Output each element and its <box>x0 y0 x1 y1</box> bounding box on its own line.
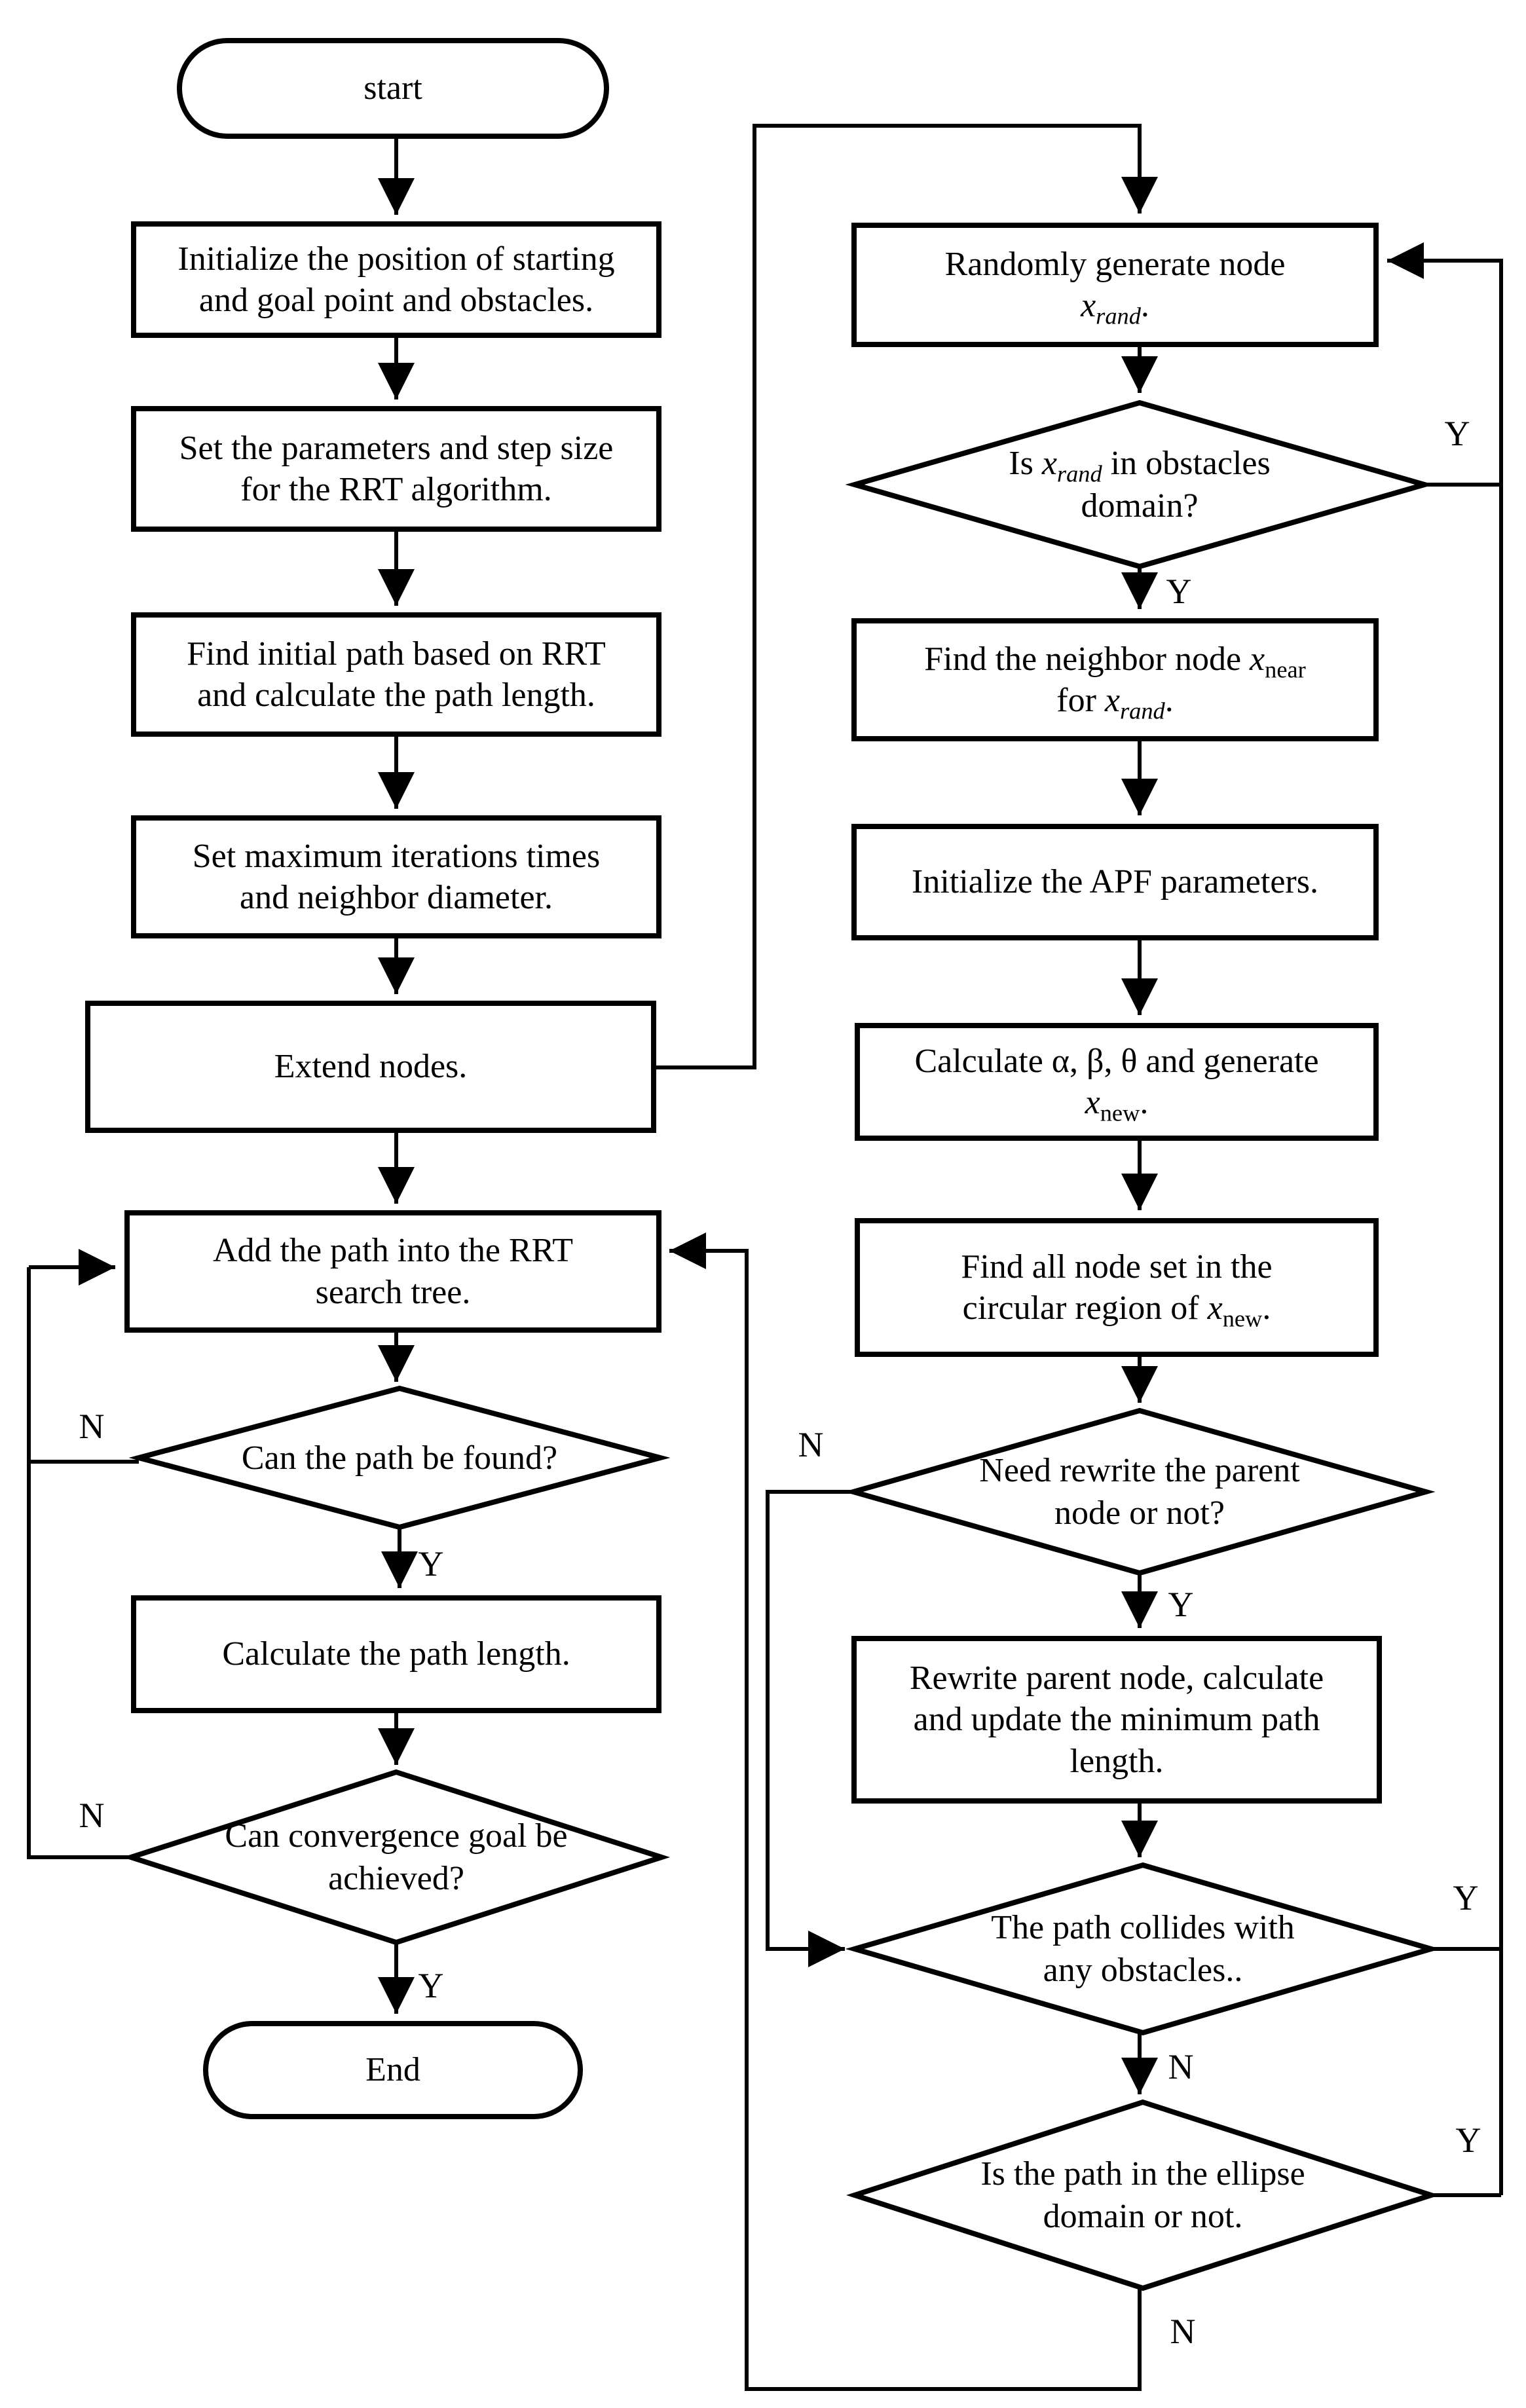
edge-rewriteq-no <box>766 1490 853 1967</box>
diamond-convergence-shape <box>122 1769 671 1946</box>
edge-label-obstacle-yes-right: Y <box>1444 414 1470 453</box>
node-init-apf: Initialize the APF parameters. <box>851 824 1379 940</box>
diamond-ellipse-shape <box>846 2099 1440 2291</box>
decision-path-found: Can the path be found? <box>164 1418 635 1497</box>
edge-ellipse-no-loop <box>669 1232 1142 2391</box>
diamond-rewrite-shape <box>844 1407 1436 1576</box>
node-calc-path-length-label: Calculate the path length. <box>222 1635 570 1673</box>
edge-label-found-no: N <box>79 1407 105 1446</box>
node-end-label: End <box>365 2051 420 2089</box>
node-extend-nodes-label: Extend nodes. <box>274 1048 468 1086</box>
diamond-collide-shape <box>845 1862 1441 2036</box>
edge-label-collide-no: N <box>1168 2047 1194 2086</box>
diamond-path-found-shape <box>128 1385 671 1530</box>
edge-right-trunk-into-randnode <box>1387 242 1503 2195</box>
edge-label-ellipse-yes: Y <box>1455 2121 1481 2160</box>
edge-label-ellipse-no: N <box>1170 2312 1196 2351</box>
node-start: start <box>177 38 609 139</box>
node-calc-path-length: Calculate the path length. <box>131 1595 661 1713</box>
decision-path-found-label: Can the path be found? <box>241 1439 558 1477</box>
edge-label-conv-no: N <box>79 1796 105 1835</box>
edge-label-obstacle-yes-down: Y <box>1166 572 1192 611</box>
node-extend-nodes: Extend nodes. <box>85 1001 656 1133</box>
node-init-apf-label: Initialize the APF parameters. <box>912 863 1318 901</box>
edge-extend-randnode <box>655 124 1158 1069</box>
diamond-obstacle-shape <box>845 399 1434 570</box>
edge-label-rewrite-yes: Y <box>1168 1585 1194 1624</box>
node-start-label: start <box>363 69 422 107</box>
edge-label-rewrite-no: N <box>798 1425 824 1464</box>
edge-label-found-yes: Y <box>418 1544 444 1584</box>
node-end: End <box>203 2021 583 2119</box>
edge-label-conv-yes: Y <box>418 1966 444 2005</box>
edge-label-collide-yes: Y <box>1453 1878 1479 1917</box>
